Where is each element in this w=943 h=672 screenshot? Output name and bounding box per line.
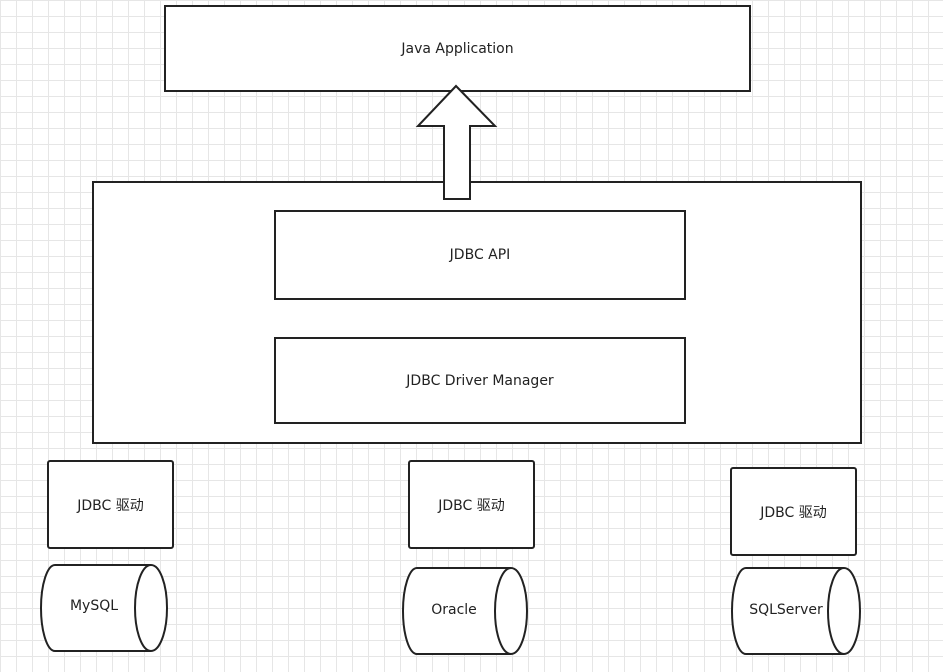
jdbc-api-label: JDBC API <box>449 247 511 263</box>
java-application-box: Java Application <box>164 5 751 92</box>
jdbc-driver-box-sqlserver: JDBC 驱动 <box>730 467 857 556</box>
jdbc-driver-manager-box: JDBC Driver Manager <box>274 337 686 424</box>
jdbc-driver-label-sqlserver: JDBC 驱动 <box>760 504 827 521</box>
java-application-label: Java Application <box>401 40 514 57</box>
oracle-label: Oracle <box>431 602 477 618</box>
jdbc-driver-label-mysql: JDBC 驱动 <box>77 497 144 514</box>
mysql-label: MySQL <box>69 598 119 614</box>
sqlserver-label: SQLServer <box>749 602 823 618</box>
jdbc-driver-manager-label: JDBC Driver Manager <box>406 372 554 389</box>
jdbc-api-box: JDBC API <box>274 210 686 300</box>
jdbc-driver-box-mysql: JDBC 驱动 <box>47 460 174 549</box>
jdbc-driver-box-oracle: JDBC 驱动 <box>408 460 535 549</box>
jdbc-driver-label-oracle: JDBC 驱动 <box>438 497 505 514</box>
